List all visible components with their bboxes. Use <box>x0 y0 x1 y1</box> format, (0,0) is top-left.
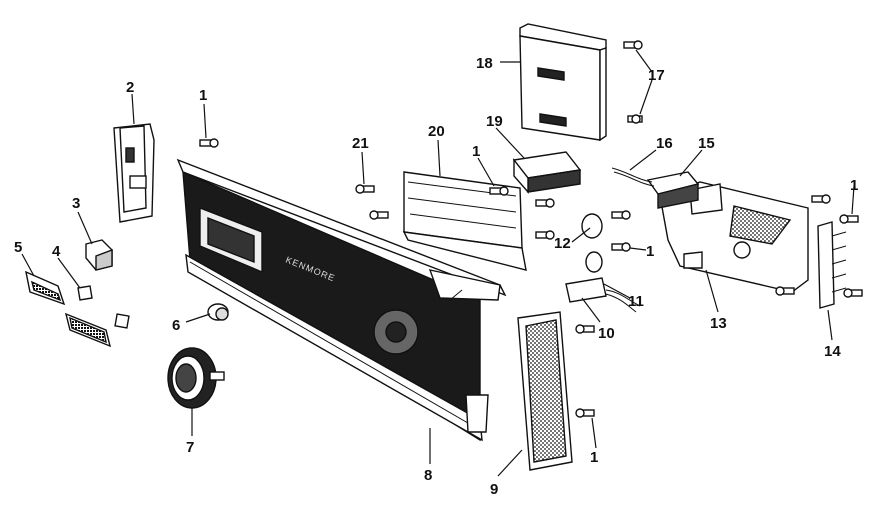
callout-10: 10 <box>598 325 615 342</box>
callout-8: 8 <box>424 467 432 484</box>
dial-knob <box>167 347 225 409</box>
timer-housing <box>659 181 809 293</box>
clip-square <box>77 285 130 329</box>
screw <box>839 214 859 224</box>
wire <box>611 167 655 187</box>
callout-12: 12 <box>554 235 571 252</box>
vent-cover <box>517 311 573 471</box>
screw <box>369 210 389 220</box>
screw <box>489 186 509 196</box>
callout-4: 4 <box>52 243 61 260</box>
screw <box>627 114 643 124</box>
callout-17: 17 <box>648 67 665 84</box>
screw <box>575 408 595 418</box>
callout-16: 16 <box>656 135 673 152</box>
callout-19: 19 <box>486 113 503 130</box>
callout-18: 18 <box>476 55 493 72</box>
button-bar <box>25 270 112 348</box>
side-bracket <box>113 123 155 223</box>
callout-6: 6 <box>172 317 180 334</box>
screw <box>775 286 795 296</box>
screw <box>611 242 631 252</box>
screw <box>199 138 219 148</box>
callout-1b: 1 <box>472 143 480 160</box>
switch-block <box>85 239 113 271</box>
callouts: 1 2 3 4 5 6 7 8 9 10 11 12 13 14 15 16 1… <box>14 55 858 498</box>
callout-15: 15 <box>698 135 715 152</box>
screw <box>611 210 631 220</box>
callout-9: 9 <box>490 481 498 498</box>
switch-assembly <box>565 213 641 313</box>
leader-lines <box>21 49 855 477</box>
callout-21: 21 <box>352 135 369 152</box>
callout-7: 7 <box>186 439 194 456</box>
callout-1a: 1 <box>199 87 207 104</box>
callout-1c: 1 <box>646 243 654 260</box>
terminal-block <box>646 171 700 209</box>
screw <box>535 198 555 208</box>
callout-3: 3 <box>72 195 80 212</box>
callout-13: 13 <box>710 315 727 332</box>
callout-2: 2 <box>126 79 134 96</box>
plug <box>207 303 229 321</box>
callout-20: 20 <box>428 123 445 140</box>
screw <box>623 40 643 50</box>
screw <box>843 288 863 298</box>
top-cover <box>519 23 607 142</box>
connector-block <box>512 151 582 194</box>
callout-1e: 1 <box>850 177 858 194</box>
screw <box>355 184 375 194</box>
callout-5: 5 <box>14 239 22 256</box>
control-panel: KENMORE <box>176 158 507 442</box>
screws <box>199 40 863 418</box>
terminal-strip <box>817 221 847 309</box>
screw <box>575 324 595 334</box>
callout-1d: 1 <box>590 449 598 466</box>
callout-11: 11 <box>628 293 644 310</box>
screw <box>535 230 555 240</box>
screw <box>811 194 831 204</box>
callout-14: 14 <box>824 343 841 360</box>
